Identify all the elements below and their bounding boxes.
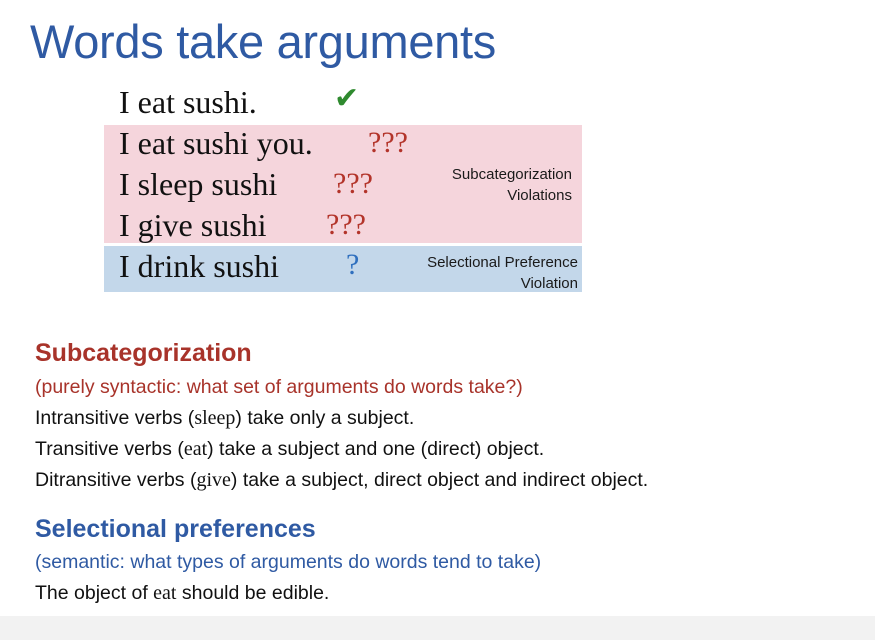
note-line: Subcategorization: [451, 166, 572, 183]
subcategorization-heading: Subcategorization: [35, 339, 252, 367]
example-sentence-2: I eat sushi you.: [119, 125, 313, 161]
note-line: Selectional Preference: [427, 254, 578, 271]
text-segment: The object of: [35, 582, 154, 604]
note-line: Violation: [520, 275, 578, 292]
example-sentence-4: I give sushi: [119, 207, 267, 243]
subcategorization-violation-highlight: [104, 125, 582, 243]
check-icon: ✔: [334, 81, 360, 116]
verb-example: give: [196, 469, 231, 491]
note-line: Violations: [507, 187, 572, 204]
bottom-bar: [0, 616, 875, 640]
selectional-violation-note: Selectional Preference Violation: [427, 252, 578, 294]
verb-example: sleep: [194, 407, 236, 429]
question-mark-5: ?: [346, 248, 360, 281]
question-marks-4: ???: [326, 208, 366, 241]
text-segment: Intransitive verbs (: [35, 407, 195, 429]
question-marks-3: ???: [333, 167, 373, 200]
example-sentence-5: I drink sushi: [119, 248, 279, 284]
selectional-example-line: The object of eat should be edible.: [35, 583, 329, 604]
verb-example: eat: [153, 582, 177, 604]
verb-example: eat: [183, 438, 208, 460]
selectional-violation-highlight: [104, 246, 582, 292]
slide-title: Words take arguments: [30, 15, 496, 68]
subcategorization-subtitle: (purely syntactic: what set of arguments…: [35, 376, 523, 398]
example-sentence-1: I eat sushi.: [119, 84, 257, 120]
subcategorization-violations-note: Subcategorization Violations: [452, 164, 572, 206]
text-segment: Transitive verbs (: [35, 438, 184, 460]
text-segment: ) take a subject, direct object and indi…: [230, 469, 649, 491]
selectional-preferences-subtitle: (semantic: what types of arguments do wo…: [35, 551, 542, 573]
question-marks-2: ???: [368, 126, 408, 159]
definition-line-ditransitive: Ditransitive verbs (give) take a subject…: [35, 470, 648, 491]
text-segment: should be edible.: [176, 582, 330, 604]
text-segment: ) take a subject and one (direct) object…: [207, 438, 545, 460]
definition-line-intransitive: Intransitive verbs (sleep) take only a s…: [35, 408, 414, 429]
text-segment: Ditransitive verbs (: [35, 469, 197, 491]
example-sentence-3: I sleep sushi: [119, 166, 278, 202]
selectional-preferences-heading: Selectional preferences: [35, 515, 316, 543]
definition-line-transitive: Transitive verbs (eat) take a subject an…: [35, 439, 544, 460]
text-segment: ) take only a subject.: [235, 407, 415, 429]
